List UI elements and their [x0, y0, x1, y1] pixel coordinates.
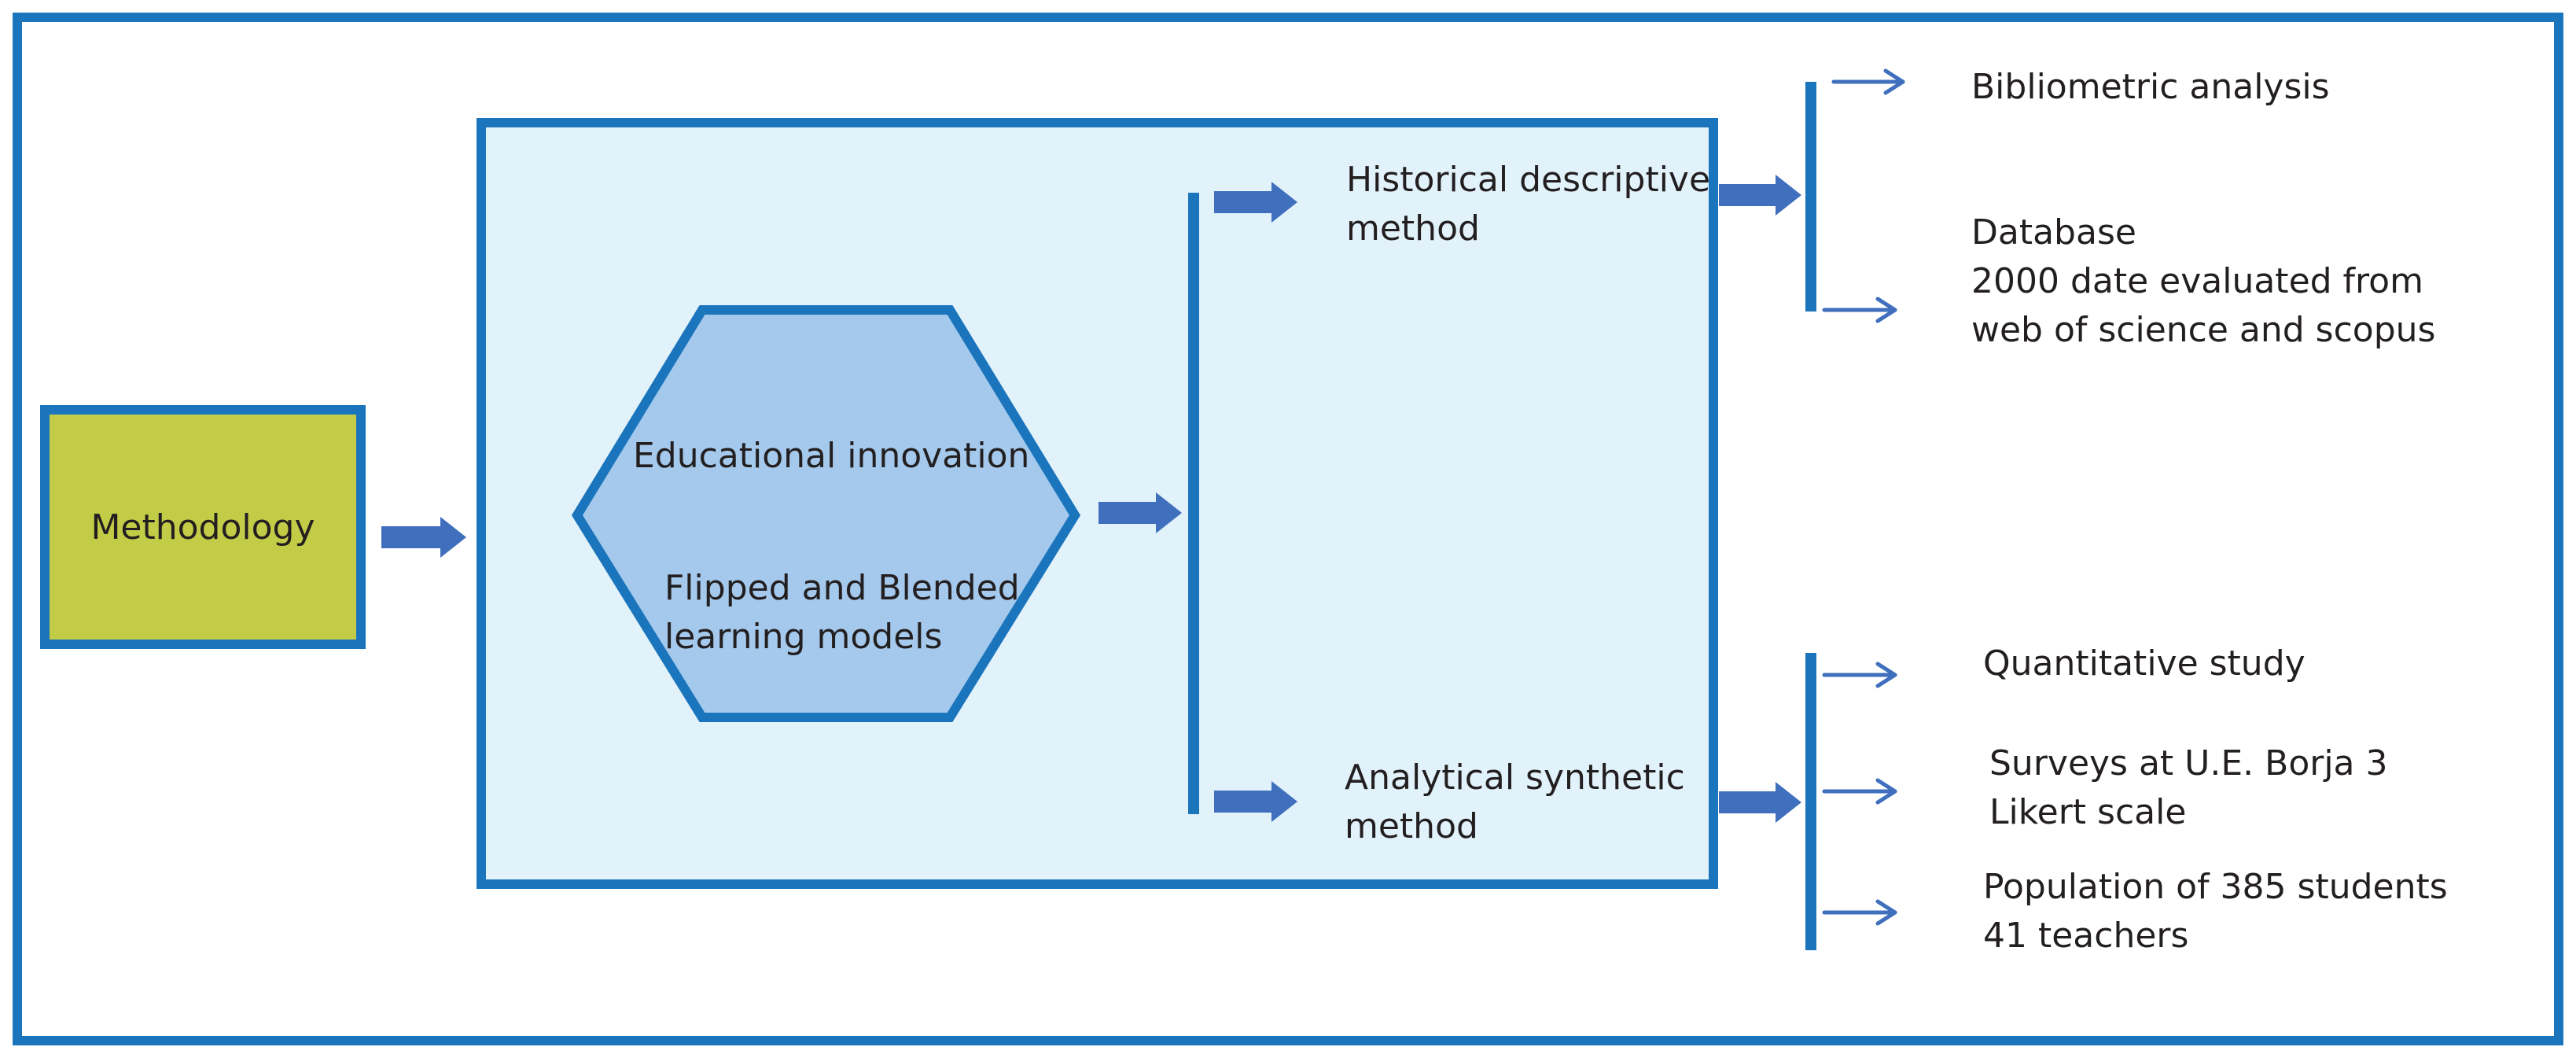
historical-method-label: Historical descriptive method	[1346, 156, 1710, 253]
arrow-to-historical	[1214, 182, 1297, 223]
arrow-analytical-to-outputs	[1719, 782, 1801, 823]
arrow-to-bibliometric	[1831, 68, 1905, 95]
bibliometric-analysis-label: Bibliometric analysis	[1971, 67, 2330, 107]
surveys-line-2: Likert scale	[1989, 792, 2187, 832]
database-label: Database 2000 date evaluated from web of…	[1971, 208, 2435, 355]
hexagon-label-line-1: Flipped and Blended	[664, 568, 1020, 608]
methodology-box	[40, 405, 366, 649]
population-line-1: Population of 385 students	[1983, 867, 2448, 907]
hexagon-label-line-2: learning models	[664, 617, 943, 657]
historical-method-line-1: Historical descriptive	[1346, 160, 1711, 200]
arrow-to-quantitative	[1822, 662, 1897, 688]
population-line-2: 41 teachers	[1983, 916, 2189, 956]
arrow-methodology-to-panel	[381, 517, 466, 558]
analytical-method-label: Analytical synthetic method	[1345, 754, 1685, 851]
database-line-3: web of science and scopus	[1971, 310, 2436, 350]
arrow-hexagon-to-bracket	[1098, 492, 1182, 533]
analytical-method-line-1: Analytical synthetic	[1345, 758, 1685, 798]
methodology-label: Methodology	[90, 507, 315, 547]
analytical-method-line-2: method	[1345, 806, 1478, 846]
population-label: Population of 385 students 41 teachers	[1983, 863, 2448, 960]
quantitative-study-label: Quantitative study	[1983, 643, 2306, 684]
database-line-1: Database	[1971, 212, 2136, 253]
arrow-to-surveys	[1822, 778, 1897, 805]
arrow-historical-to-outputs	[1719, 175, 1801, 216]
surveys-line-1: Surveys at U.E. Borja 3	[1989, 743, 2388, 783]
arrow-to-population	[1822, 899, 1897, 926]
arrow-to-database	[1822, 297, 1897, 323]
innovation-hexagon	[571, 305, 1081, 722]
hexagon-label-educational-innovation: Educational innovation	[633, 436, 1030, 476]
hexagon-label-flipped-blended: Flipped and Blended learning models	[664, 564, 1020, 662]
historical-method-line-2: method	[1346, 208, 1480, 249]
surveys-label: Surveys at U.E. Borja 3 Likert scale	[1989, 739, 2388, 837]
database-line-2: 2000 date evaluated from	[1971, 261, 2423, 301]
arrow-to-analytical	[1214, 781, 1297, 822]
